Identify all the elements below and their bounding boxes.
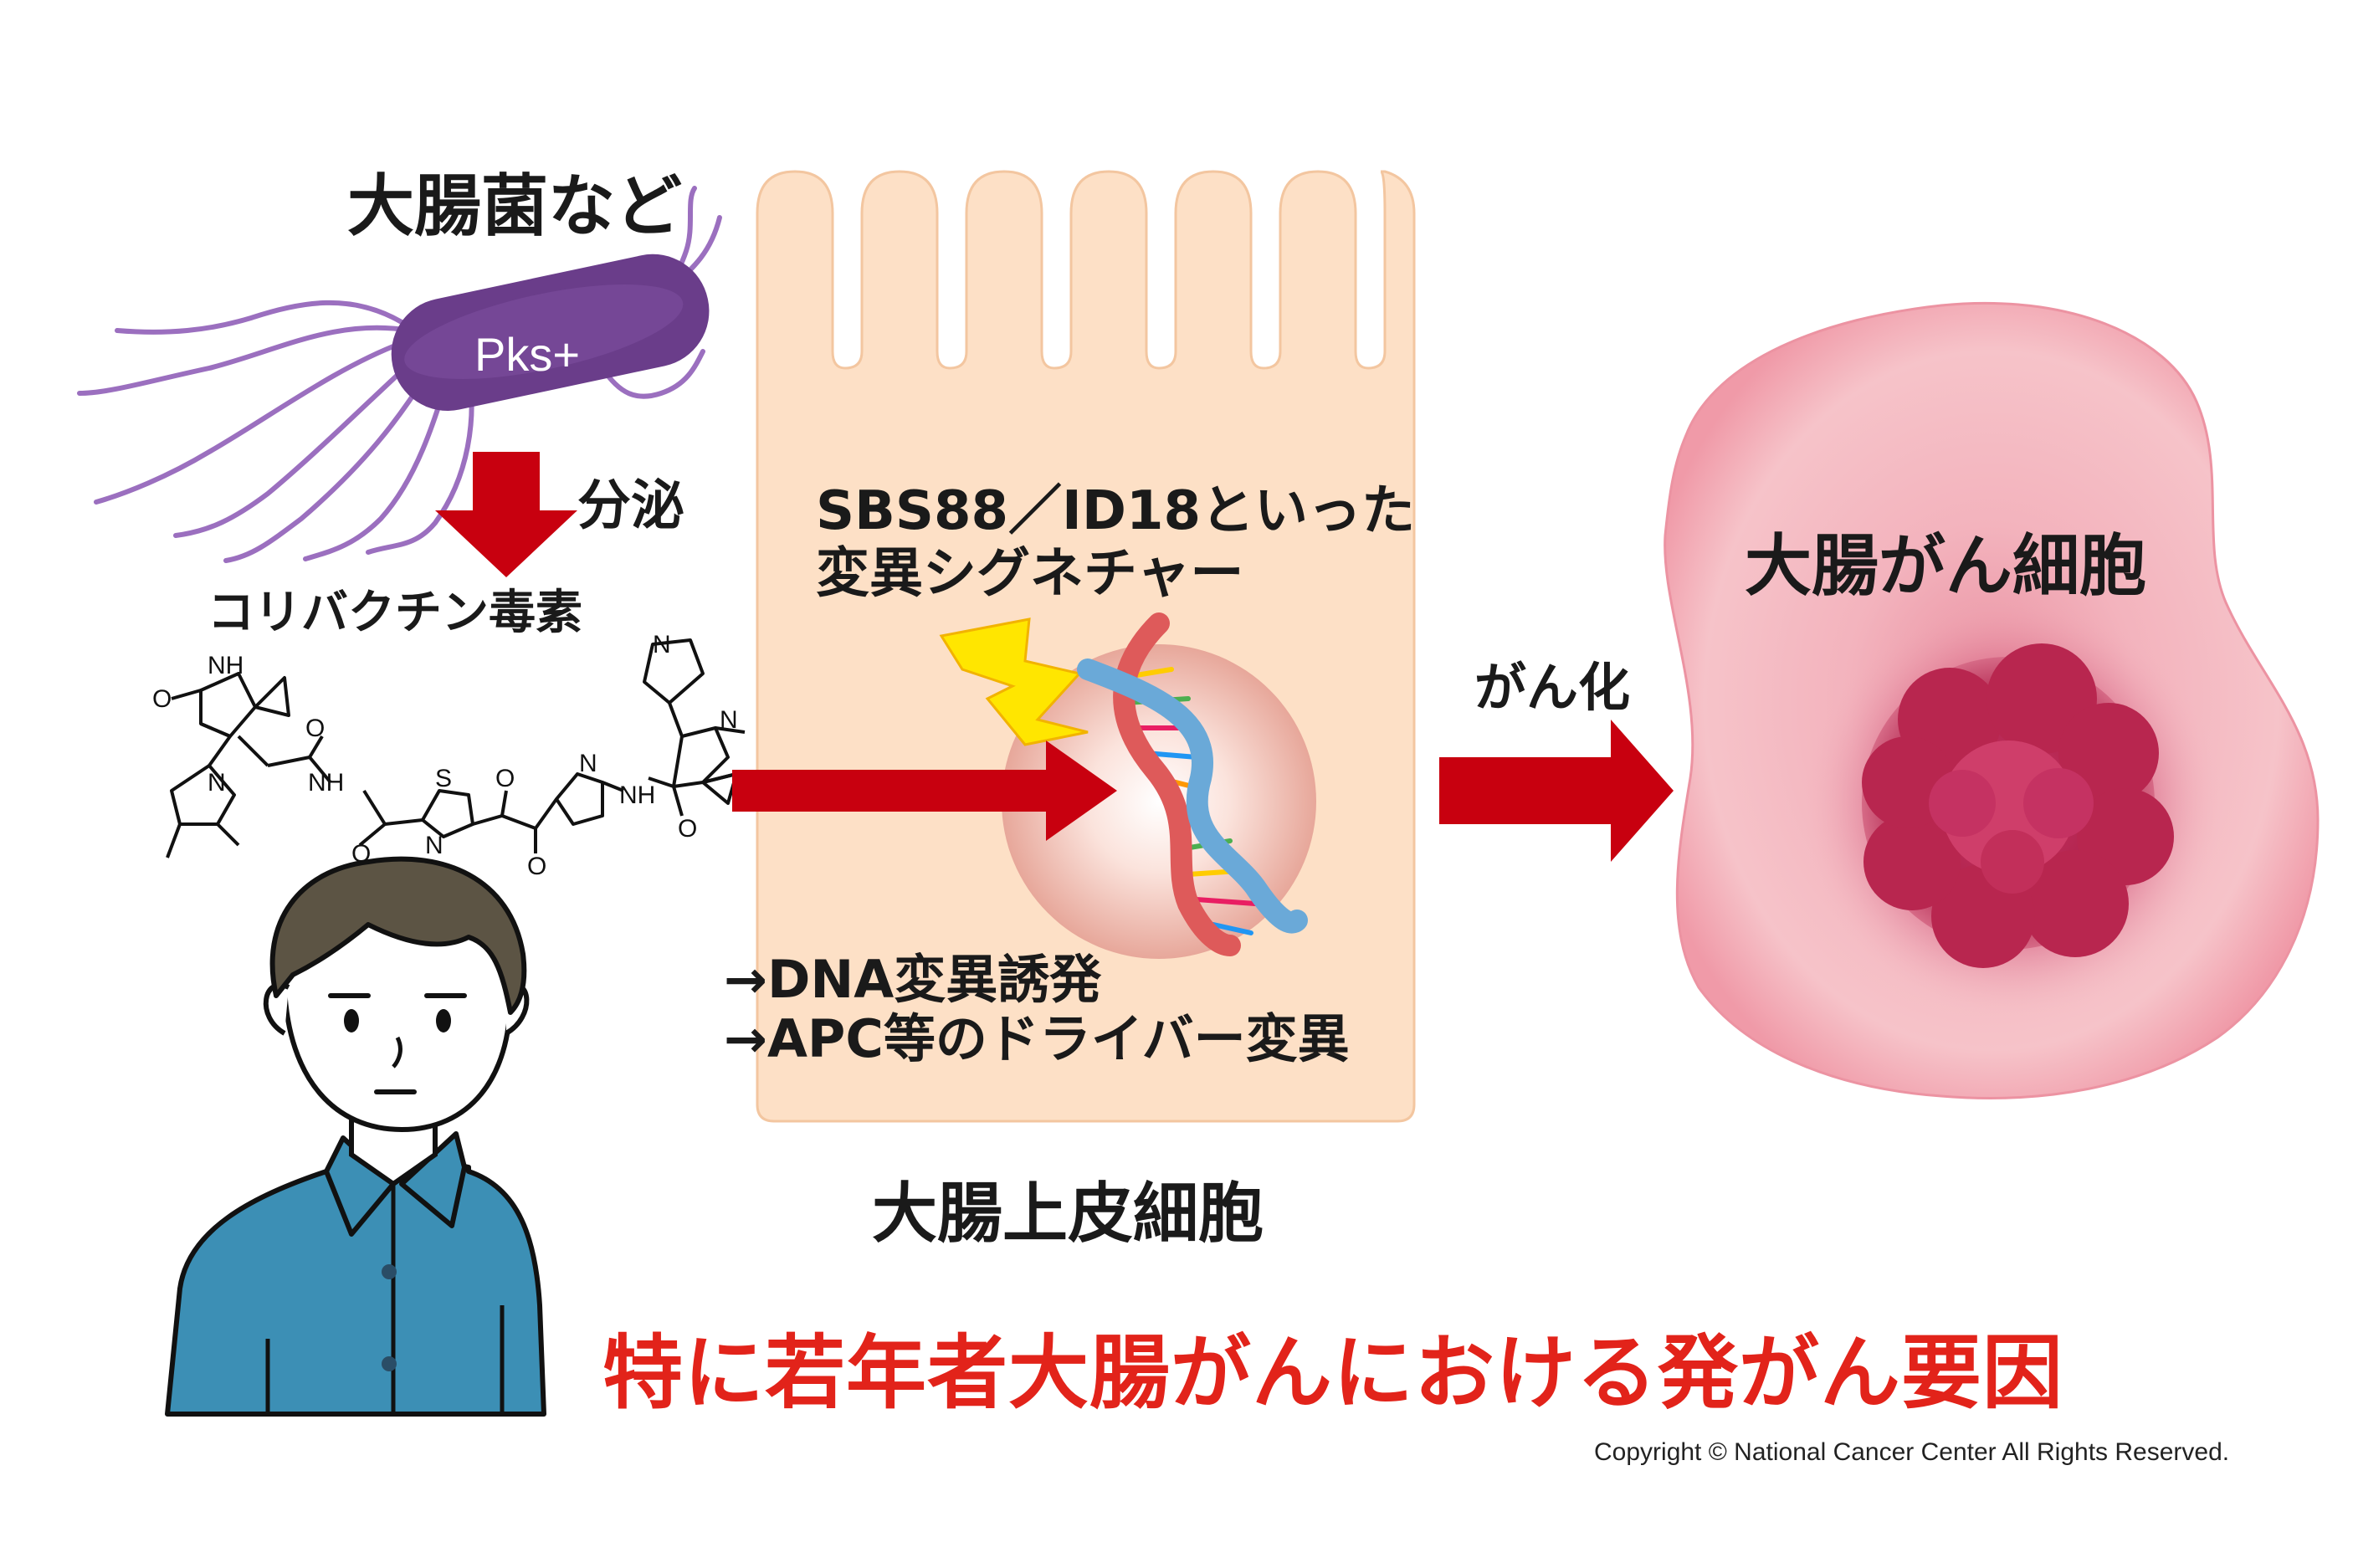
bacteria-title: 大腸菌など bbox=[347, 167, 682, 245]
transform-label: がん化 bbox=[1474, 657, 1631, 718]
epithelial-cell-label: 大腸上皮細胞 bbox=[872, 1176, 1264, 1252]
svg-text:NH: NH bbox=[308, 769, 344, 797]
transform-arrow bbox=[1439, 720, 1674, 862]
secretion-label: 分泌 bbox=[577, 475, 684, 537]
svg-text:N: N bbox=[720, 706, 738, 734]
svg-text:N: N bbox=[425, 832, 443, 859]
colibactin-structure bbox=[166, 638, 746, 858]
svg-text:NH: NH bbox=[208, 652, 244, 679]
copyright: Copyright © National Cancer Center All R… bbox=[1594, 1438, 2230, 1466]
signature-line-1: SBS88／ID18といった bbox=[816, 480, 1416, 542]
tumor-icon bbox=[1862, 643, 2174, 968]
bacteria-badge: Pks+ bbox=[474, 328, 580, 381]
lightning-icon bbox=[939, 617, 1089, 746]
mutation-effects: →DNA変異誘発 →APC等のドライバー変異 bbox=[724, 950, 1350, 1069]
headline: 特に若年者大腸がんにおける発がん要因 bbox=[602, 1326, 2063, 1420]
svg-text:O: O bbox=[527, 853, 546, 880]
svg-text:N: N bbox=[579, 750, 597, 777]
signature-line-2: 変異シグネチャー bbox=[816, 542, 1244, 605]
effect-line-1: →DNA変異誘発 bbox=[724, 949, 1102, 1010]
dna-icon bbox=[1077, 612, 1308, 956]
svg-text:O: O bbox=[678, 815, 697, 843]
toxin-arrow bbox=[732, 740, 1117, 841]
mutation-signature: SBS88／ID18といった 変異シグネチャー bbox=[816, 480, 1415, 606]
colibactin-atoms: NH O N O NH S N O O O N NH O N N bbox=[152, 631, 738, 880]
svg-text:O: O bbox=[152, 685, 172, 713]
svg-text:S: S bbox=[435, 765, 452, 792]
toxin-label: コリバクチン毒素 bbox=[208, 586, 582, 640]
svg-text:NH: NH bbox=[619, 781, 655, 809]
secretion-arrow bbox=[435, 452, 577, 577]
bacteria-icon: Pks+ bbox=[77, 186, 722, 563]
svg-text:N: N bbox=[653, 631, 671, 658]
svg-text:O: O bbox=[305, 715, 325, 742]
svg-text:O: O bbox=[495, 765, 515, 792]
effect-line-2: →APC等のドライバー変異 bbox=[724, 1008, 1350, 1070]
cancer-cell-label: 大腸がん細胞 bbox=[1745, 527, 2146, 605]
svg-text:N: N bbox=[208, 769, 226, 797]
person-icon bbox=[165, 856, 546, 1417]
